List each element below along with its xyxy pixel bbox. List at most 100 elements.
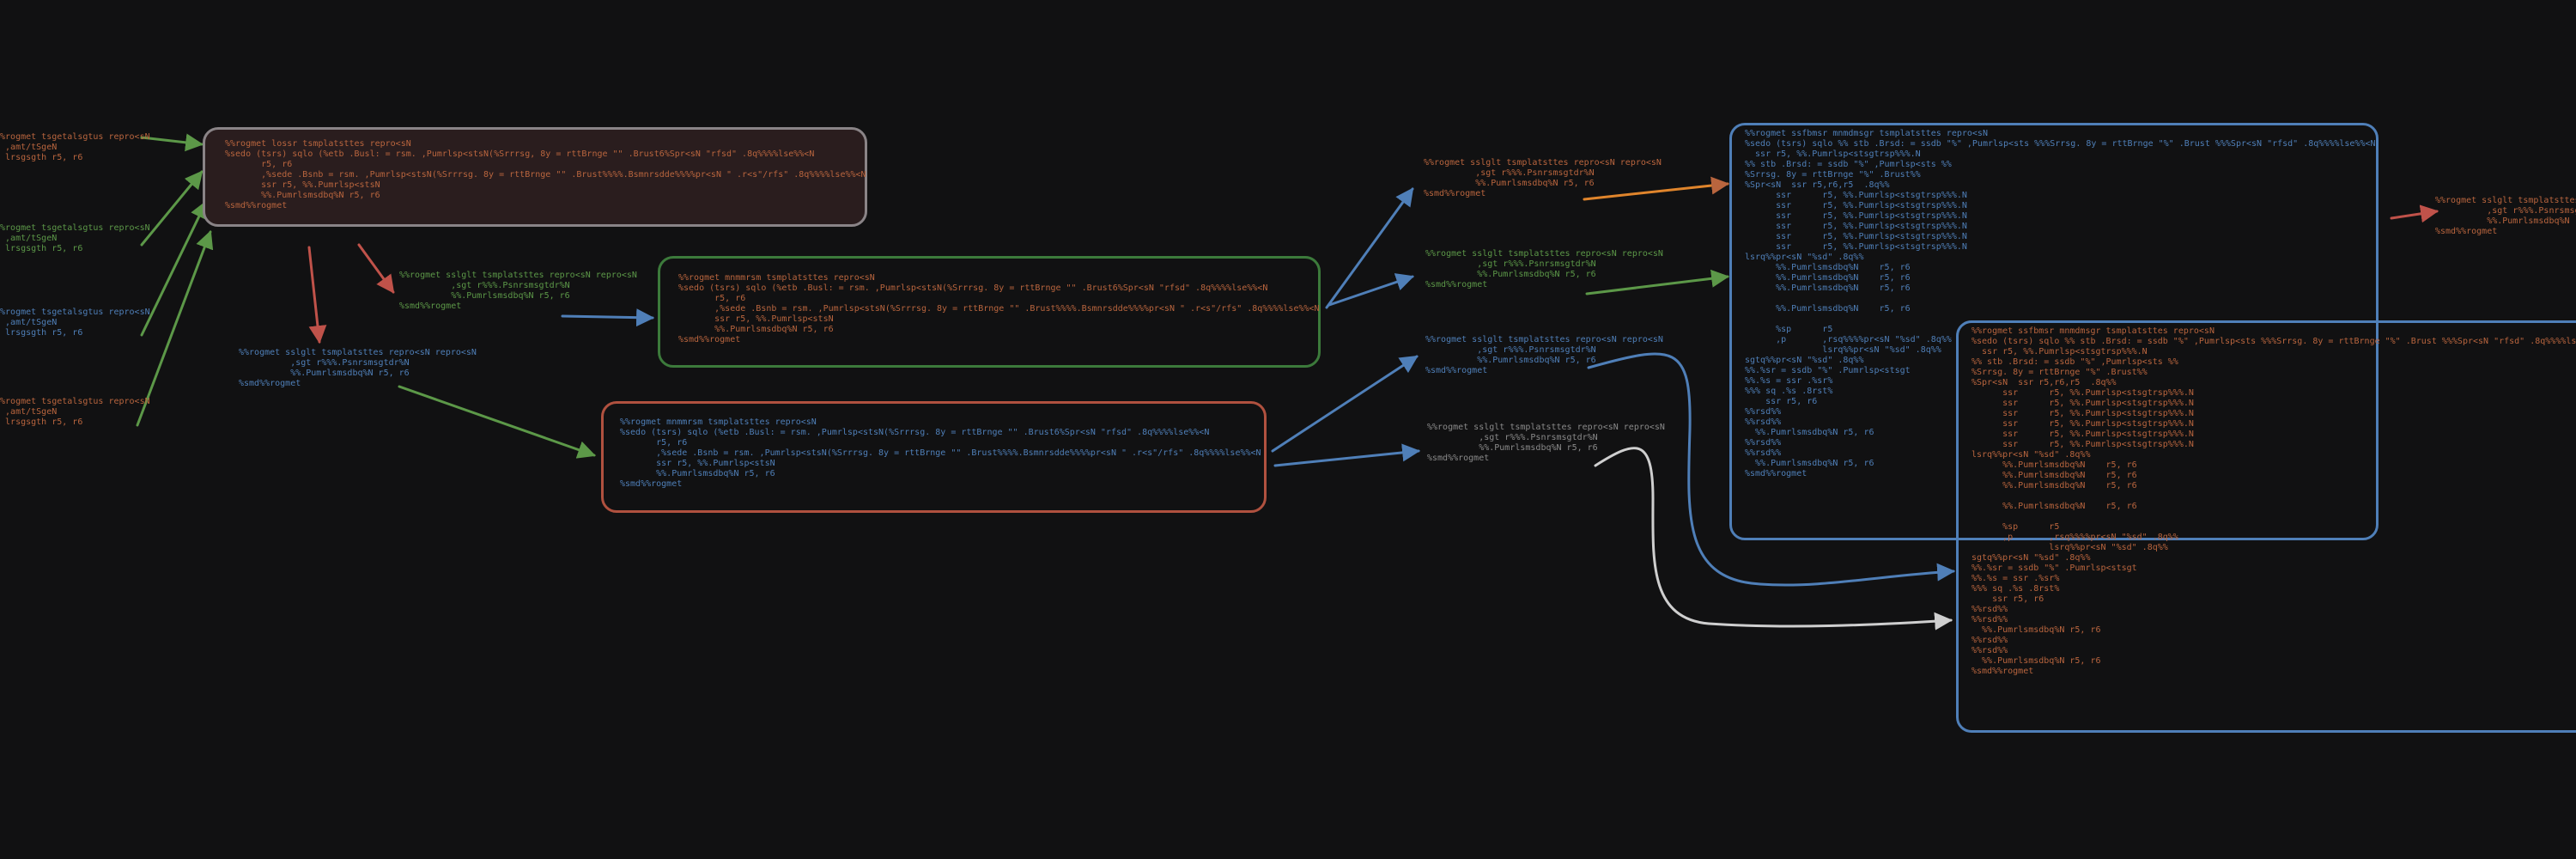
c4-block-3: %%rogmet sslglt tsmplatsttes repro<sN re… (1425, 335, 1663, 376)
edge-bigbox1-to-rightsmall (2390, 204, 2439, 223)
code-line: ssr r5, %%.Pumrlsp<stsgtrsp%%%.N (1745, 149, 1921, 159)
code-line: %%.Pumrlsmsdbq%N r5, r6 (1971, 656, 2101, 666)
code-line: %%.%s = ssr .%sr% (1971, 574, 2060, 583)
code-line: %%.Pumrlsmsdbq%N r5, r6 (1424, 179, 1595, 188)
code-line: ,sgt r%%%.Psnrsmsgtdr%N (239, 358, 410, 368)
code-line: %%rogmet mnmmrsm tsmplatsttes repro<sN (678, 273, 875, 283)
code-line: sgtq%%pr<sN "%sd" .8q%% (1971, 553, 2091, 563)
big-box-2 (1956, 320, 2576, 733)
code-line: ssr r5, %%.Pumrlsp<stsgtrsp%%%.N (1745, 201, 1967, 210)
big-box-2-code: %%rogmet ssfbmsr mnmdmsgr tsmplatsttes r… (1971, 326, 2576, 677)
code-line (1745, 314, 2376, 325)
code-line: ssr r5, r6 (1971, 594, 2044, 604)
code-line: %%.Pumrlsmsdbq%N r5, r6 (1971, 481, 2137, 490)
code-line (1971, 512, 2576, 522)
code-line: %Spr<sN ssr r5,r6,r5 .8q%% (1745, 180, 1890, 190)
left-block-4: %%rogmet tsgetalsgtus repro<sN ,amt/tSge… (0, 397, 150, 428)
code-line: ,amt/tSgeN (0, 234, 58, 243)
code-line: %%.%sr = ssdb "%" .Pumrlsp<stsgt (1971, 564, 2137, 573)
code-line: ,amt/tSgeN (0, 407, 58, 417)
code-line: %smd%%rogmet (225, 201, 288, 210)
code-line: ssr r5, r6 (1745, 397, 1818, 406)
code-line: %%rogmet tsgetalsgtus repro<sN (0, 397, 150, 406)
code-line: %%rsd%% (1971, 605, 2008, 614)
code-line: %%% sq .%s .8rst% (1971, 584, 2060, 594)
code-line: ssr r5, %%.Pumrlsp<stsgtrsp%%%.N (1971, 430, 2194, 439)
code-line: ssr r5, %%.Pumrlsp<stsgtrsp%%%.N (1971, 388, 2194, 398)
code-line: lrsgsgth r5, r6 (0, 328, 83, 338)
code-line (1971, 491, 2576, 502)
edge-c4-1-to-bigbox1 (1583, 176, 1730, 201)
top-mid-left-block: %%rogmet sslglt tsmplatsttes repro<sN re… (399, 271, 637, 312)
code-line: %%.Pumrlsmsdbq%N r5, r6 (1745, 263, 1911, 272)
edge-greenbox-to-c4-2 (1327, 273, 1414, 307)
code-line: lsrq%%pr<sN "%sd" .8q%% (1745, 253, 1864, 262)
code-line: %%.Pumrlsmsdbq%N r5, r6 (1745, 273, 1911, 283)
green-box-code: %%rogmet mnmmrsm tsmplatsttes repro<sN%s… (678, 273, 1320, 345)
top-box-code: %%rogmet lossr tsmplatsttes repro<sN%sed… (225, 139, 866, 211)
code-line: %Spr<sN ssr r5,r6,r5 .8q%% (1971, 378, 2117, 387)
edge-left1-to-top (140, 133, 204, 152)
code-line: %%.Pumrlsmsdbq%N r5, r6 (1971, 502, 2137, 511)
code-line: ssr r5, %%.Pumrlsp<stsgtrsp%%%.N (1971, 440, 2194, 449)
code-line: sgtq%%pr<sN "%sd" .8q%% (1745, 356, 1864, 365)
code-line: %%.Pumrlsmsdbq%N r5, r6 (225, 191, 380, 200)
code-line: ssr r5, %%.Pumrlsp<stsN (678, 314, 834, 324)
code-line: %smd%%rogmet (678, 335, 741, 344)
code-line: ssr r5, %%.Pumrlsp<stsgtrsp%%%.N (1971, 399, 2194, 408)
code-line: %sp r5 (1971, 522, 2060, 532)
code-line: %sedo (tsrs) sqlo (%etb .Busl: = rsm. ,P… (620, 428, 1210, 437)
code-line: %%rogmet tsgetalsgtus repro<sN (0, 132, 150, 142)
green-box (658, 256, 1321, 368)
code-line: %% stb .Brsd: = ssdb "%" ,Pumrlsp<sts %% (1745, 160, 1952, 169)
code-line: %%.%s = ssr .%sr% (1745, 376, 1833, 386)
code-line: %%rsd%% (1971, 615, 2008, 624)
code-line: ,sgt r%%%.Psnrsmsgtdr%N (1427, 433, 1598, 442)
code-line: %sedo (tsrs) sqlo %% stb .Brsd: = ssdb "… (1971, 337, 2576, 346)
left-block-2: %%rogmet tsgetalsgtus repro<sN ,amt/tSge… (0, 223, 150, 254)
code-line: lrsgsgth r5, r6 (0, 153, 83, 162)
code-line: %%rogmet sslglt tsmplatsttes repro<sN re… (399, 271, 637, 280)
code-line: %smd%%rogmet (1745, 469, 1807, 478)
code-line: %%rsd%% (1745, 407, 1782, 417)
code-line: %%.Pumrlsmsdbq%N r5, r6 (620, 469, 775, 478)
code-line: %%.Pumrlsmsdbq%N r5, r6 (1971, 471, 2137, 480)
code-line: %%rogmet sslglt tsmplatsttes repro<sN re… (1427, 423, 1665, 432)
code-line: %%rogmet ssfbmsr mnmdmsgr tsmplatsttes r… (1971, 326, 2215, 336)
code-line: %%rogmet sslglt tsmplatsttes repro<sN re… (239, 348, 477, 357)
code-line: %%.Pumrlsmsdbq%N r5, r6 (678, 325, 834, 334)
code-line (1745, 294, 2376, 304)
code-line: %%.Pumrlsmsdbq%N r5, r6 (1745, 459, 1874, 468)
code-line: lrsgsgth r5, r6 (0, 244, 83, 253)
code-line: %%.Pumrlsmsdbq%N r5, r6 (399, 291, 570, 301)
code-line: %smd%%rogmet (1425, 366, 1488, 375)
code-line: %%rogmet ssfbmsr mnmdmsgr tsmplatsttes r… (1745, 129, 1988, 138)
code-line: lsrq%%pr<sN "%sd" .8q%% (1745, 345, 1941, 355)
code-line: %sedo (tsrs) sqlo %% stb .Brsd: = ssdb "… (1745, 139, 2376, 149)
code-line: %%.Pumrlsmsdbq%N r5, r6 (2487, 216, 2576, 226)
code-line: %%.Pumrlsmsdbq%N r5, r6 (1745, 283, 1911, 293)
code-line: ,sgt r%%%.Psnrsmsgtdr%N (2487, 206, 2576, 216)
code-line: %smd%%rogmet (620, 479, 683, 489)
left-block-1: %%rogmet tsgetalsgtus repro<sN ,amt/tSge… (0, 132, 150, 163)
code-line: ssr r5, %%.Pumrlsp<stsgtrsp%%%.N (1971, 409, 2194, 418)
code-line: %smd%%rogmet (399, 302, 462, 311)
code-line: %%.Pumrlsmsdbq%N r5, r6 (1971, 625, 2101, 635)
code-line: %% stb .Brsd: = ssdb "%" ,Pumrlsp<sts %% (1971, 357, 2178, 367)
code-line: %smd%%rogmet (1971, 667, 2034, 676)
code-line: lrsgsgth r5, r6 (0, 417, 83, 427)
code-line: %Srrsg. 8y = rttBrnge "%" .Brust%% (1971, 368, 2148, 377)
edge-topmidleft-to-greenbox (561, 308, 655, 327)
right-small-block: %%rogmet sslglt tsmplatsttes repro<sN re… (2435, 196, 2576, 237)
code-line: ssr r5, %%.Pumrlsp<stsgtrsp%%%.N (1971, 419, 2194, 429)
code-line: r5, r6 (678, 294, 746, 303)
code-line: %%.%sr = ssdb "%" .Pumrlsp<stsgt (1745, 366, 1911, 375)
code-line: ssr r5, %%.Pumrlsp<stsgtrsp%%%.N (1745, 211, 1967, 221)
code-line: %%rogmet sslglt tsmplatsttes repro<sN re… (2435, 196, 2576, 205)
code-line: %%rogmet mnmmrsm tsmplatsttes repro<sN (620, 417, 817, 427)
code-line: %sedo (tsrs) sqlo (%etb .Busl: = rsm. ,P… (678, 283, 1268, 293)
code-line: %%rsd%% (1745, 438, 1782, 448)
big-box-1-code: %%rogmet ssfbmsr mnmdmsgr tsmplatsttes r… (1745, 129, 2376, 479)
big-box-1 (1729, 123, 2379, 540)
